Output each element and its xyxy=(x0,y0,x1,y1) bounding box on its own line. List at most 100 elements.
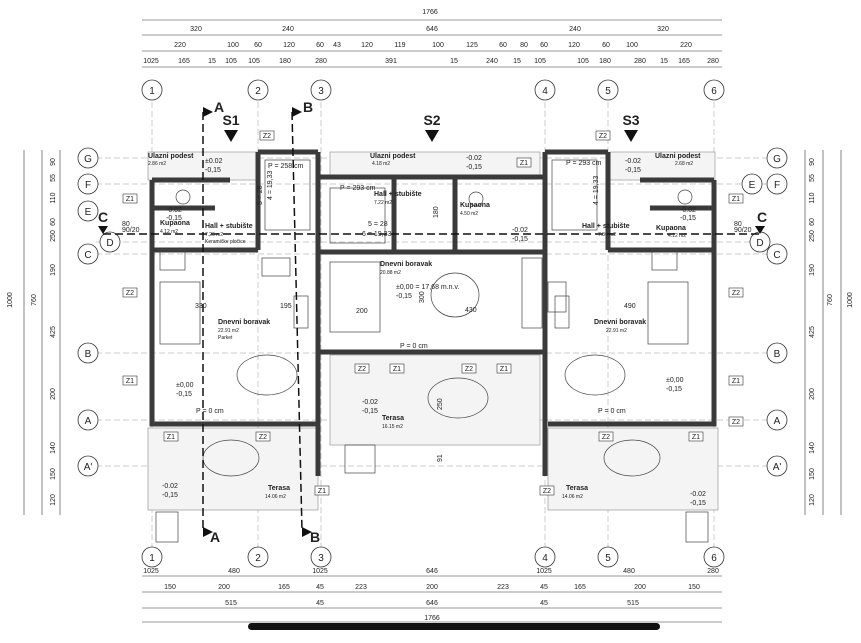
room-name: Ulazni podest xyxy=(148,153,194,160)
stair-notes: P = 258 cm 4 = 19,33 5 = 28 P = 293 cm 5… xyxy=(196,160,626,415)
axis-number: 6 xyxy=(711,553,717,564)
room-area: 20.88 m2 xyxy=(380,270,401,276)
room-right-hall: Hall + stubište 7.36 m2 xyxy=(582,223,630,238)
dim-text: 80 xyxy=(520,42,528,49)
dim-text: 150 xyxy=(688,584,700,591)
svg-text:Z2: Z2 xyxy=(465,366,473,373)
bottom-dim-row-2: 150 200 165 45 223 200 223 45 165 200 15… xyxy=(164,584,700,591)
axis-markers-right: G F E D C B A A' xyxy=(741,147,788,477)
horizontal-scrollbar[interactable] xyxy=(248,623,660,630)
bottom-total-dim: 1766 xyxy=(424,615,440,622)
window-tag: Z1 xyxy=(389,363,405,374)
section-lines xyxy=(103,111,760,531)
room-left-terrace: Terasa 14.06 m2 -0.02 -0,15 xyxy=(162,483,290,500)
dim-text: 220 xyxy=(174,42,186,49)
room-level: -0.02 xyxy=(680,207,696,214)
room-level: -0.02 xyxy=(466,155,482,162)
svg-text:Z1: Z1 xyxy=(732,196,740,203)
axis-letter: E xyxy=(749,180,756,191)
room-name: Kupaona xyxy=(460,202,490,209)
section-label-a-top: A xyxy=(214,99,224,115)
dim-text: 180 xyxy=(279,58,291,65)
bottom-dim-row-3: 515 45 646 45 515 xyxy=(225,600,639,607)
dim-text: 1000 xyxy=(847,292,854,308)
dim-text: 1025 xyxy=(143,568,159,575)
dim-text: 180 xyxy=(433,206,440,218)
axis-markers-bottom: 1 2 3 4 5 6 xyxy=(141,546,725,568)
room-level: -0.02 xyxy=(362,399,378,406)
window-tag: Z2 xyxy=(728,287,744,298)
axis-letter: C xyxy=(773,250,780,261)
dim-text: 120 xyxy=(809,494,816,506)
axis-letter: F xyxy=(85,180,91,191)
svg-text:Z1: Z1 xyxy=(692,434,700,441)
dim-text: 425 xyxy=(50,326,57,338)
room-level: -0,15 xyxy=(396,293,412,300)
dim-text: 100 xyxy=(626,42,638,49)
axis-letter: C xyxy=(84,250,91,261)
dim-text: 250 xyxy=(809,230,816,242)
parket-note: Parket xyxy=(218,335,233,341)
room-area: 2.86 m2 xyxy=(148,161,166,167)
axis-letter: B xyxy=(85,349,92,360)
room-name: Kupaona xyxy=(160,220,190,227)
axis-number: 1 xyxy=(149,553,155,564)
room-area: 16.15 m2 xyxy=(382,424,403,430)
dim-text: 60 xyxy=(254,42,262,49)
dim-text: 200 xyxy=(426,584,438,591)
dim-text: 240 xyxy=(282,26,294,33)
room-area: 4.18 m2 xyxy=(372,161,390,167)
dim-text: 280 xyxy=(634,58,646,65)
dim-text: 646 xyxy=(426,26,438,33)
dim-text: 55 xyxy=(50,174,57,182)
dim-text: 15 xyxy=(208,58,216,65)
axis-letter: G xyxy=(84,154,92,165)
axis-number: 4 xyxy=(542,553,548,564)
dim-text: 150 xyxy=(809,468,816,480)
dim-text: 515 xyxy=(225,600,237,607)
dim-text: 760 xyxy=(827,294,834,306)
dim-text: 90/20 xyxy=(122,227,140,234)
room-mid-entry: Ulazni podest 4.18 m2 -0.02 -0,15 xyxy=(370,153,482,171)
stair-note: 4 = 19,33 xyxy=(593,176,600,205)
axis-letter: D xyxy=(756,238,763,249)
stair-note: 5 = 28 xyxy=(257,185,264,205)
dim-text: 320 xyxy=(657,26,669,33)
dim-text: 240 xyxy=(486,58,498,65)
svg-text:Z2: Z2 xyxy=(358,366,366,373)
window-tag: Z1 xyxy=(163,431,179,442)
room-level: -0,15 xyxy=(362,408,378,415)
dim-text: 60 xyxy=(316,42,324,49)
dim-text: 200 xyxy=(50,388,57,400)
dim-text: 60 xyxy=(602,42,610,49)
dim-text: 15 xyxy=(450,58,458,65)
room-level: -0,15 xyxy=(205,167,221,174)
section-label-b-top: B xyxy=(303,99,313,115)
svg-text:Z2: Z2 xyxy=(543,488,551,495)
axis-letter: B xyxy=(774,349,781,360)
window-tag: Z1 xyxy=(688,431,704,442)
axis-letter: A' xyxy=(773,462,782,473)
window-tag: Z2 xyxy=(354,363,370,374)
dim-text: 240 xyxy=(569,26,581,33)
room-level: -0,15 xyxy=(512,236,528,243)
axis-letter: G xyxy=(773,154,781,165)
room-right-bath: Kupaona 4.12 m2 -0.02 -0,15 xyxy=(656,207,696,239)
dim-text: 515 xyxy=(627,600,639,607)
left-dimension-lines xyxy=(23,150,61,515)
svg-text:Z1: Z1 xyxy=(318,488,326,495)
room-level: -0.02 xyxy=(512,227,528,234)
room-area: 2.68 m2 xyxy=(675,161,693,167)
section-label-b-bottom: B xyxy=(310,529,320,545)
room-name: Ulazni podest xyxy=(370,153,416,160)
room-area: 4.50 m2 xyxy=(460,211,478,217)
room-area: 22.91 m2 xyxy=(218,328,239,334)
room-area: 4.12 m2 xyxy=(668,233,686,239)
window-tag: Z2 xyxy=(598,431,614,442)
room-name: Terasa xyxy=(566,485,588,492)
dim-text: 220 xyxy=(680,42,692,49)
axis-number: 6 xyxy=(711,86,717,97)
dim-text: 150 xyxy=(50,468,57,480)
svg-text:Z2: Z2 xyxy=(732,419,740,426)
